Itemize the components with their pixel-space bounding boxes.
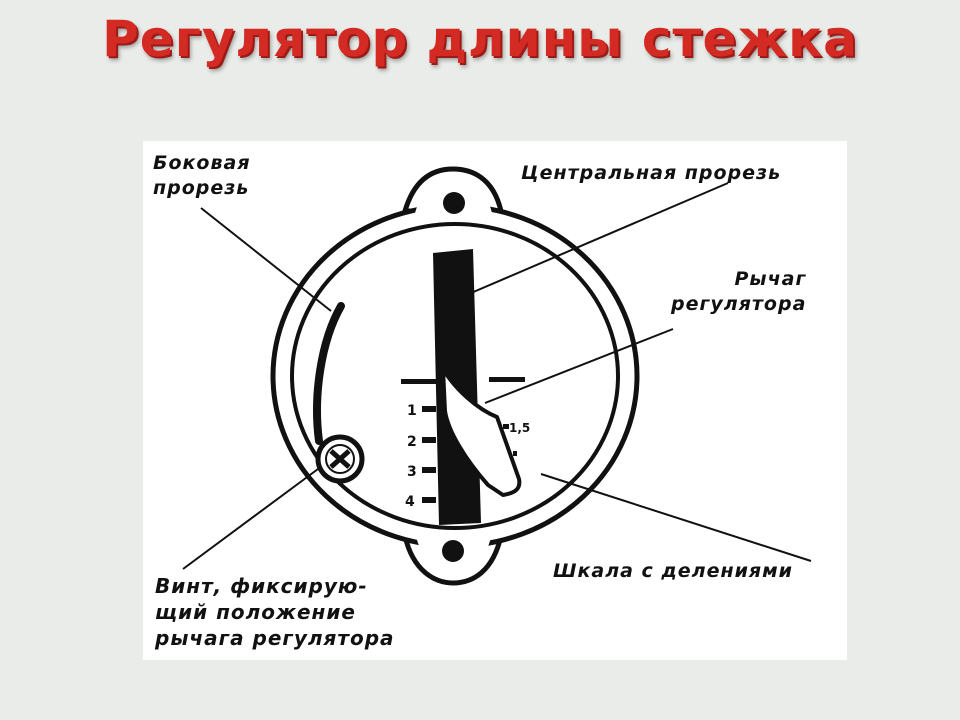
slide-title: Регулятор длины стежка [102,10,858,68]
regulator-lever [441,367,522,497]
lower-mounting-hole [442,540,464,562]
label-screw: Винт, фиксирую- щий положение рычага рег… [155,574,395,650]
leader-lever [484,328,674,404]
scale-number-4: 4 [405,494,415,510]
scale-mark-right-2 [513,451,517,456]
scale-number-3: 3 [407,464,417,480]
scale-top-bar-right [489,377,525,382]
scale-number-2: 2 [407,434,417,450]
scale-mark-right-1 [503,424,509,429]
scale-mark-2 [422,437,436,443]
leader-screw [182,468,319,570]
leader-central-slot [470,182,729,294]
diagram-panel: 1 2 3 4 1,5 Боковая прорезь Центральная … [143,141,847,660]
label-side-slot: Боковая прорезь [153,152,251,199]
fixing-screw-slot [329,449,351,469]
upper-mounting-hole [443,192,465,214]
scale-top-bar-left [401,379,437,384]
label-scale: Шкала с делениями [553,560,793,582]
label-central-slot: Центральная прорезь [521,162,782,184]
scale-mark-1 [422,406,436,412]
scale-number-1: 1 [407,403,417,419]
regulator-drawing: 1 2 3 4 1,5 [182,166,812,586]
label-lever: Рычаг регулятора [671,268,807,315]
scale-mark-4 [422,497,436,503]
side-slot [313,302,345,445]
scale-number-1-5: 1,5 [509,421,530,435]
scale-mark-3 [422,467,436,473]
leader-side-slot [200,207,332,312]
leader-scale [540,473,812,562]
